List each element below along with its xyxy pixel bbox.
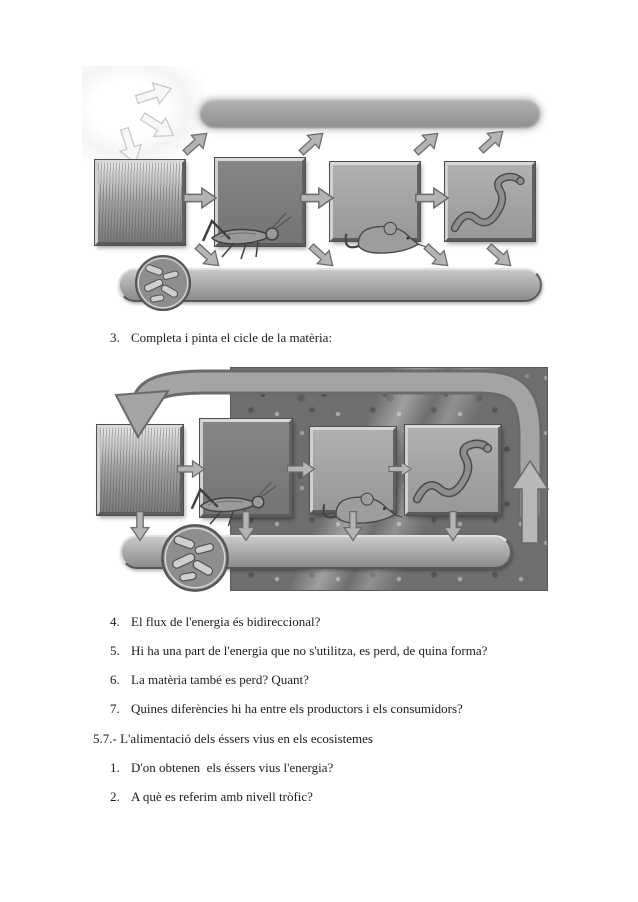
right-arrow-icon	[286, 460, 316, 478]
subquestion-item-2: 2. A què es referim amb nivell tròfic?	[110, 789, 313, 805]
question-text: Quines diferències hi ha entre els produ…	[131, 701, 463, 716]
right-arrow-icon	[415, 187, 449, 209]
energy-bar	[200, 100, 540, 128]
right-arrow-icon	[388, 461, 412, 477]
up-return-arrow-icon	[510, 459, 550, 544]
right-arrow-icon	[176, 460, 206, 478]
question-text: A què es referim amb nivell tròfic?	[131, 789, 313, 804]
down-arrow-icon	[190, 239, 226, 273]
question-item-3: 3. Completa i pinta el cicle de la matèr…	[110, 330, 332, 346]
cycle-band-arrow	[114, 369, 550, 544]
down-arrow-icon	[304, 239, 340, 273]
question-text: El flux de l'energia és bidireccional?	[131, 614, 321, 629]
question-item-4: 4. El flux de l'energia és bidireccional…	[110, 614, 320, 630]
energy-flow-diagram	[82, 66, 550, 315]
right-arrow-icon	[183, 187, 217, 209]
grass-image	[98, 163, 182, 242]
cycle-arrows	[130, 460, 463, 542]
question-text: D'on obtenen els éssers vius l'energia?	[131, 760, 334, 775]
down-arrow-icon	[482, 239, 518, 273]
question-number: 6.	[110, 672, 120, 687]
down-arrow-icon	[130, 510, 150, 542]
down-arrow-icon	[443, 510, 463, 542]
secondary-consumer-box	[329, 161, 428, 255]
question-number: 2.	[110, 789, 120, 804]
down-arrow-icon	[343, 510, 363, 542]
question-number: 5.	[110, 643, 120, 658]
cycle-arrowhead-icon	[114, 389, 170, 439]
subquestion-item-1: 1. D'on obtenen els éssers vius l'energi…	[110, 760, 333, 776]
down-arrow-icon	[419, 239, 455, 273]
question-number: 7.	[110, 701, 120, 716]
question-text: La matèria també es perd? Quant?	[131, 672, 309, 687]
section-heading: 5.7.- L'alimentació dels éssers vius en …	[93, 731, 373, 746]
down-arrow-icon	[236, 510, 256, 542]
question-item-6: 6. La matèria també es perd? Quant?	[110, 672, 309, 688]
question-text: Completa i pinta el cicle de la matèria:	[131, 330, 333, 345]
question-number: 4.	[110, 614, 120, 629]
producer-box	[94, 159, 186, 246]
question-number: 1.	[110, 760, 120, 775]
flow-arrows	[178, 124, 518, 273]
grass-image	[100, 428, 180, 512]
up-arrow-icon	[178, 126, 214, 160]
up-arrow-icon	[474, 124, 510, 158]
up-arrow-icon	[294, 126, 330, 160]
question-item-5: 5. Hi ha una part de l'energia que no s'…	[110, 643, 487, 659]
tertiary-consumer-box	[444, 161, 536, 242]
question-text: Hi ha una part de l'energia que no s'uti…	[131, 643, 488, 658]
right-arrow-icon	[300, 187, 334, 209]
question-item-7: 7. Quines diferències hi ha entre els pr…	[110, 701, 463, 717]
up-arrow-icon	[409, 126, 445, 160]
matter-cycle-diagram	[88, 365, 550, 595]
question-number: 3.	[110, 330, 120, 345]
